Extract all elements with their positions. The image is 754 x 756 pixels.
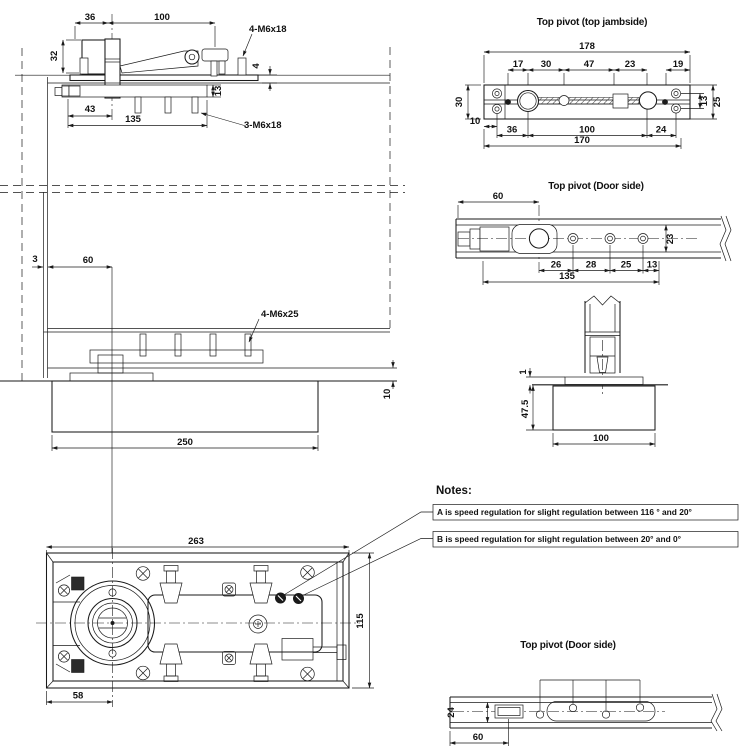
dim-25: 25 [621,260,632,271]
dim-30-top: 30 [541,59,552,70]
dim-36: 36 [85,12,96,23]
dim-135: 135 [125,114,142,125]
dim-24: 24 [656,125,667,136]
dim-13: 13 [213,86,224,97]
leader-note-a [280,511,433,598]
notes-heading: Notes: [436,485,472,497]
dim-47-5: 47.5 [520,399,531,418]
door-side-plate-view: Top pivot (Door side) 60 23 26 28 [455,181,732,285]
dim-250: 250 [177,437,193,448]
leader-note-b [298,538,433,598]
door-top-side-view: 36 100 4-M6x18 32 4 [15,12,391,384]
dim-43: 43 [85,104,96,115]
label-bolt-4m6x25: 4-M6x25 [261,309,299,320]
dim-170: 170 [574,135,590,146]
bottom-pivot-view: 1 47.5 100 [518,295,668,447]
dim-23: 23 [625,59,636,70]
dim-1: 1 [518,369,529,375]
dim-28: 28 [586,260,597,271]
dim-58: 58 [73,691,84,702]
dim-135: 135 [559,271,576,282]
view-title-jambside: Top pivot (top jambside) [537,17,648,28]
dim-13: 13 [647,260,658,271]
dim-263: 263 [188,536,204,547]
dim-17: 17 [513,59,524,70]
dim-25: 25 [712,96,723,107]
note-box-b [432,531,739,548]
view-title-door-side: Top pivot (Door side) [548,181,644,192]
dim-100: 100 [593,433,609,444]
dim-3: 3 [32,254,37,265]
dim-32: 32 [49,51,60,62]
dim-115: 115 [355,613,366,629]
dim-13-right: 13 [699,96,710,107]
dim-36: 36 [507,125,518,136]
view-title-door-side-bottom: Top pivot (Door side) [520,640,616,651]
door-side-plate-bottom-view: Top pivot (Door side) 24 60 [446,640,723,746]
dim-30-left: 30 [454,97,465,108]
floor-spring-plan-view: 263 [36,536,374,707]
dim-26: 26 [551,260,562,271]
dim-19: 19 [673,59,684,70]
dim-4: 4 [251,63,262,69]
label-bolt-3m6x18: 3-M6x18 [244,120,282,131]
dim-60: 60 [83,255,94,266]
note-a-text: A is speed regulation for slight regulat… [437,507,692,517]
dim-23: 23 [665,234,676,245]
dim-10: 10 [470,116,481,127]
dim-178: 178 [579,41,595,52]
door-bottom-side-view: 3 60 4-M6x25 10 250 [0,77,405,553]
jamb-plate-view: Top pivot (top jambside) 178 17 30 47 23… [454,17,723,149]
dim-60: 60 [473,732,484,743]
note-b-text: B is speed regulation for slight regulat… [437,534,681,544]
dim-24: 24 [446,707,457,718]
notes-block: Notes: A is speed regulation for slight … [280,485,739,598]
dim-100: 100 [154,12,170,23]
dim-47: 47 [584,59,595,70]
dim-10: 10 [382,389,393,400]
label-bolt-4m6x18: 4-M6x18 [249,24,287,35]
dim-60: 60 [493,191,504,202]
dim-100: 100 [579,125,595,136]
note-box-a [432,504,739,521]
